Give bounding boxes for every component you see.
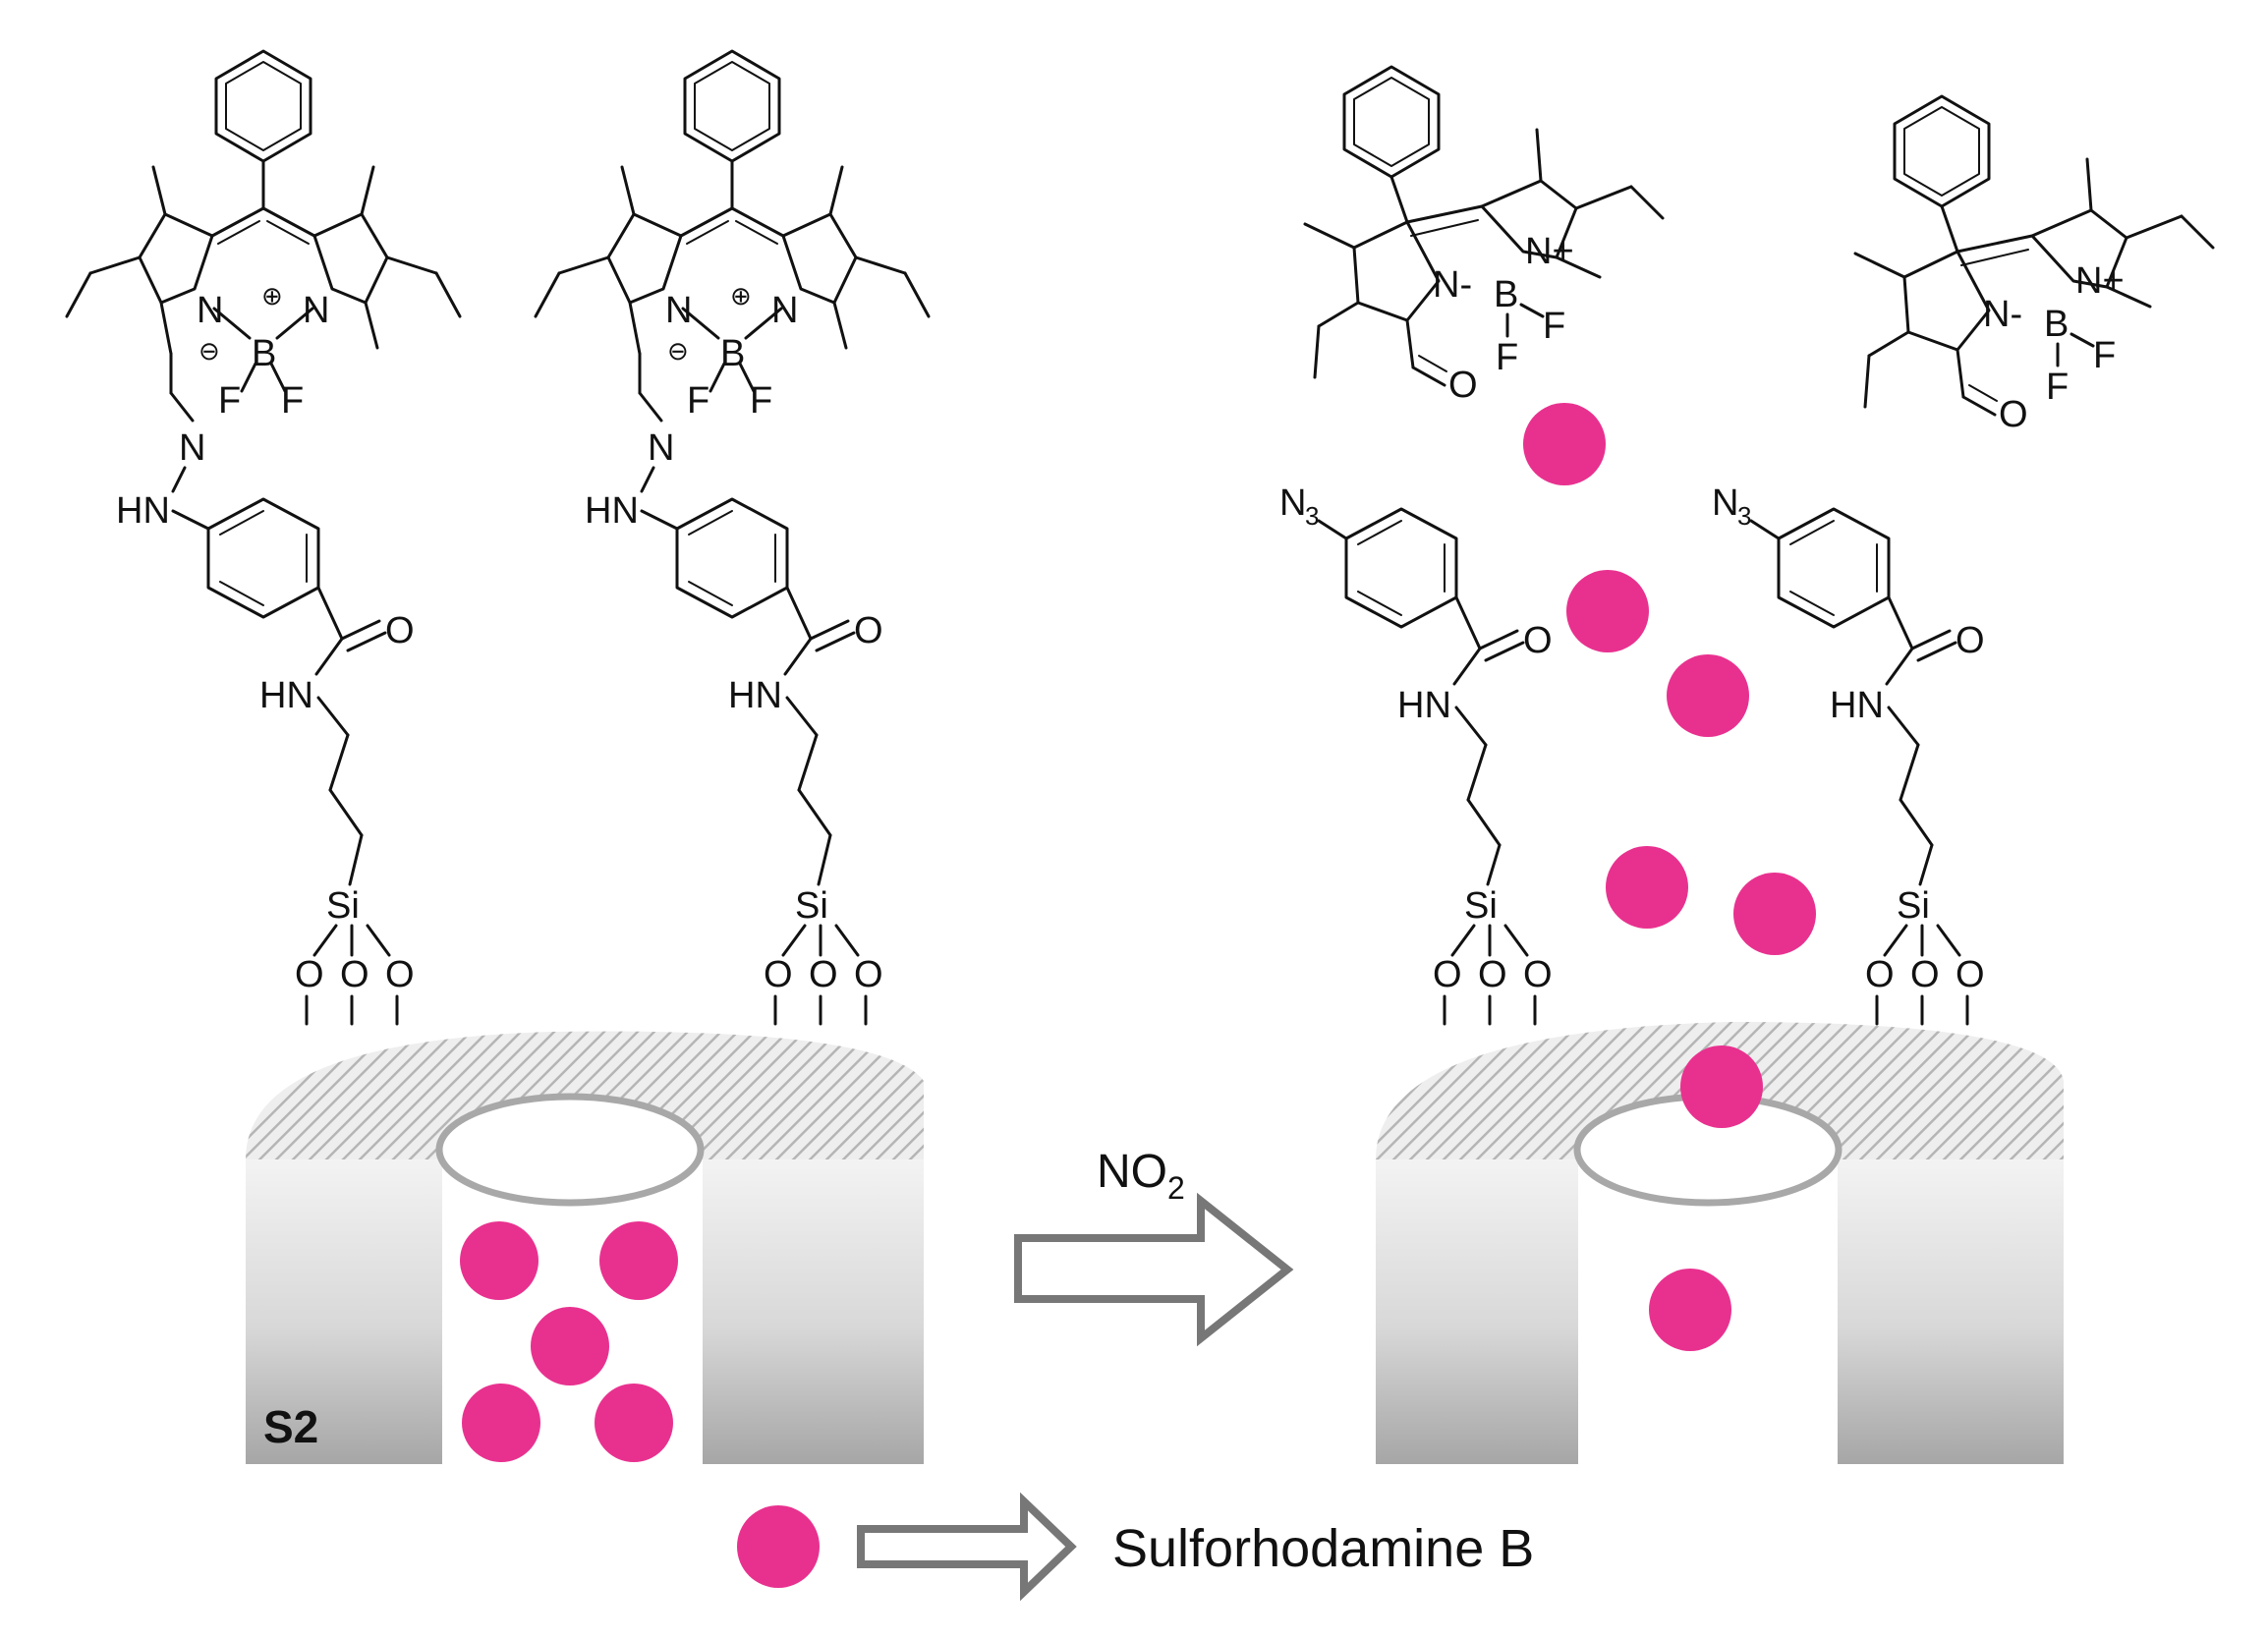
support-left-wall <box>246 1159 442 1464</box>
support-right-wall <box>703 1159 924 1464</box>
no2-reaction-arrow: NO2 <box>1014 1146 1294 1347</box>
dyes-in-pore <box>460 1221 678 1462</box>
dye-particle <box>595 1384 673 1462</box>
dye-particle <box>1649 1269 1731 1351</box>
dye-particle <box>531 1307 609 1385</box>
legend-arrow-icon <box>857 1492 1077 1602</box>
capped-silica-support: S2 <box>246 1031 924 1464</box>
support-right-wall <box>1838 1159 2064 1464</box>
released-dyes <box>1523 403 1816 1351</box>
released-bodipy-2 <box>1853 94 2215 437</box>
dye-particle <box>1566 570 1649 652</box>
dye-particle <box>1680 1046 1763 1128</box>
legend-dye-particle <box>737 1505 820 1588</box>
dye-particle <box>1606 846 1688 929</box>
dye-particle <box>1733 873 1816 955</box>
stimulus-label: NO2 <box>1097 1146 1185 1206</box>
arrow-icon <box>1014 1192 1294 1347</box>
legend-label: Sulforhodamine B <box>1112 1519 1534 1578</box>
support-left-wall <box>1376 1159 1578 1464</box>
dye-particle <box>1667 654 1749 737</box>
dye-particle <box>1523 403 1606 485</box>
dye-particle <box>599 1221 678 1300</box>
support-label: S2 <box>263 1401 318 1452</box>
capped-molecule-2 <box>534 49 931 1026</box>
pore-opening <box>435 1093 705 1207</box>
capped-molecule-1 <box>65 49 462 1026</box>
legend: Sulforhodamine B <box>737 1492 1534 1602</box>
azide-molecule-1 <box>1277 480 1555 1026</box>
dye-particle <box>462 1384 540 1462</box>
dye-particle <box>460 1221 539 1300</box>
released-bodipy-1 <box>1303 65 1665 408</box>
